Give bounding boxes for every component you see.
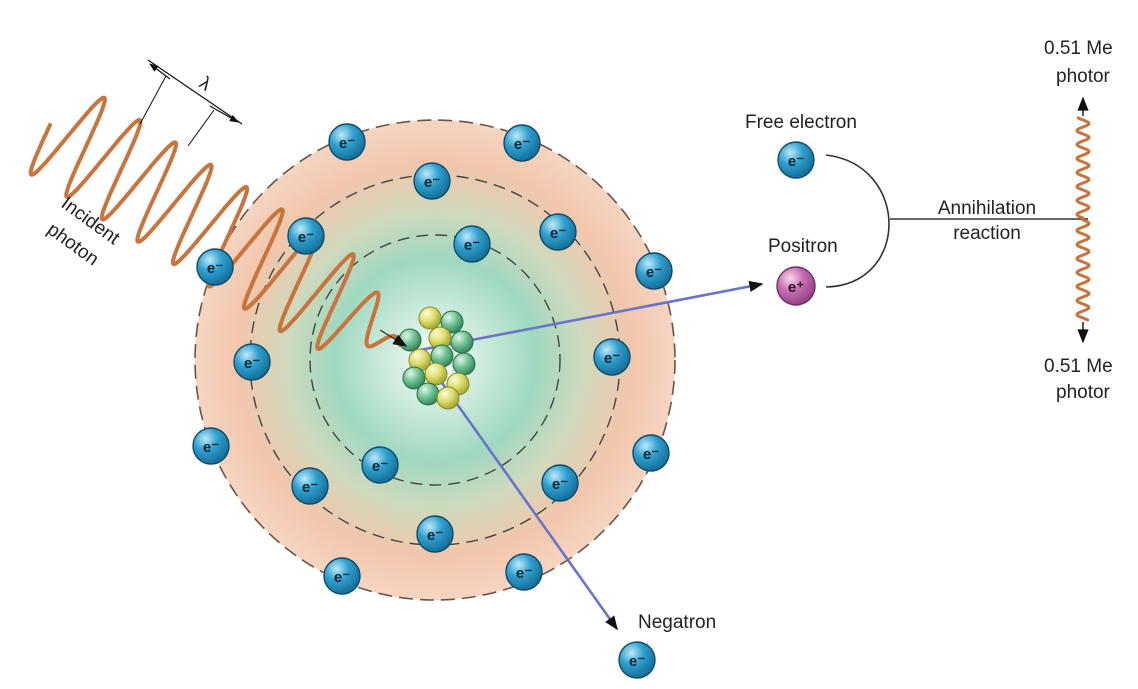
positron: e⁺ xyxy=(776,266,816,306)
nucleon-yellow xyxy=(418,306,442,330)
orbital-electron-symbol: e⁻ xyxy=(604,350,620,367)
orbital-electron-symbol: e⁻ xyxy=(302,479,318,496)
positron-symbol: e⁺ xyxy=(788,279,804,296)
annihilation-bracket xyxy=(825,154,890,288)
orbital-electron-symbol: e⁻ xyxy=(424,174,440,191)
orbital-electron-symbol: e⁻ xyxy=(552,476,568,493)
incident-photon-wave xyxy=(28,95,402,351)
orbital-electron-symbol: e⁻ xyxy=(298,229,314,246)
free-electron: e⁻ xyxy=(777,141,815,179)
orbital-electron-symbol: e⁻ xyxy=(334,569,350,586)
orbital-electron-symbol: e⁻ xyxy=(550,225,566,242)
orbital-electron-symbol: e⁻ xyxy=(516,565,532,582)
orbital-electron-symbol: e⁻ xyxy=(339,135,355,152)
orbital-electron: e⁻ xyxy=(593,338,631,376)
orbital-electron: e⁻ xyxy=(196,248,234,286)
photon-bottom-word-label: photor xyxy=(1056,382,1111,403)
orbital-electron: e⁻ xyxy=(539,213,577,251)
orbital-electron: e⁻ xyxy=(361,446,399,484)
orbital-electron-symbol: e⁻ xyxy=(244,355,260,372)
orbital-electron: e⁻ xyxy=(541,464,579,502)
nucleon-green xyxy=(440,310,464,334)
orbital-electron-symbol: e⁻ xyxy=(207,260,223,277)
orbital-electron: e⁻ xyxy=(328,123,366,161)
orbital-electron: e⁻ xyxy=(416,515,454,553)
positron-track xyxy=(419,280,764,352)
orbital-electron: e⁻ xyxy=(192,427,230,465)
orbital-electron: e⁻ xyxy=(453,225,491,263)
orbital-electron-symbol: e⁻ xyxy=(203,439,219,456)
nucleon-green xyxy=(398,328,422,352)
nucleon-yellow xyxy=(424,362,448,386)
orbital-electron-symbol: e⁻ xyxy=(372,458,388,475)
photon-bottom-energy-label: 0.51 Me xyxy=(1044,356,1113,377)
annihilation-label-line2: reaction xyxy=(953,223,1021,244)
free-electron-label: Free electron xyxy=(745,112,857,133)
orbital-electron: e⁻ xyxy=(413,162,451,200)
nucleon-green xyxy=(450,330,474,354)
orbital-electron-symbol: e⁻ xyxy=(464,237,480,254)
annihilation-photon-up xyxy=(1075,116,1091,220)
orbital-electron: e⁻ xyxy=(635,252,673,290)
wavelength-label: λ xyxy=(195,73,215,96)
wavelength-marker: λ xyxy=(139,59,243,147)
photon-top-word-label: photor xyxy=(1056,66,1111,87)
photon-arrowhead xyxy=(379,329,408,347)
orbital-electron-symbol: e⁻ xyxy=(646,264,662,281)
nucleon-green xyxy=(402,366,426,390)
orbital-electron: e⁻ xyxy=(291,467,329,505)
orbital-electrons: e⁻ e⁻ e⁻ e⁻ e⁻ e⁻ e⁻ e⁻ e⁻ e⁻ e⁻ e⁻ e⁻ e⁻ e⁻ e⁻ e⁻ e⁻ xyxy=(192,123,673,595)
photon-top-energy-label: 0.51 Me xyxy=(1044,38,1113,59)
orbital-electron: e⁻ xyxy=(503,124,541,162)
annihilation-photon-down xyxy=(1075,218,1091,322)
orbital-electron: e⁻ xyxy=(632,434,670,472)
nucleon-yellow xyxy=(436,386,460,410)
orbital-electron: e⁻ xyxy=(287,217,325,255)
orbital-electron-symbol: e⁻ xyxy=(643,446,659,463)
positron-label: Positron xyxy=(768,236,838,257)
nucleon-green xyxy=(452,352,476,376)
orbital-electron: e⁻ xyxy=(505,553,543,591)
orbital-electron: e⁻ xyxy=(323,557,361,595)
nucleon-green xyxy=(416,382,440,406)
orbital-electron-symbol: e⁻ xyxy=(514,136,530,153)
orbital-electron-symbol: e⁻ xyxy=(427,527,443,544)
negatron-label: Negatron xyxy=(638,612,716,633)
negatron-symbol: e⁻ xyxy=(629,653,645,670)
annihilation-label-line1: Annihilation xyxy=(938,198,1036,219)
negatron: e⁻ xyxy=(618,641,656,679)
electron-orbit-inner xyxy=(309,234,561,486)
free-electron-symbol: e⁻ xyxy=(788,153,804,170)
orbital-electron: e⁻ xyxy=(233,343,271,381)
